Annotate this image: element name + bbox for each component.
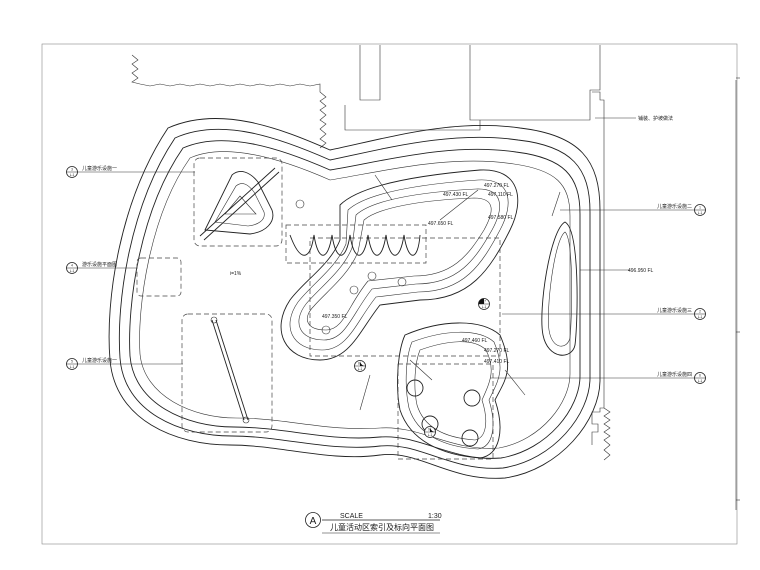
leader-lines (76, 117, 694, 379)
zone-play-1 (193, 157, 283, 247)
building-outline-2 (469, 45, 601, 121)
elevation-label: 497.580 FL (488, 215, 514, 221)
edge-note: 铺装、护坡做法 (638, 115, 673, 122)
equipment-beam-2 (211, 319, 245, 421)
drawing-title: 儿童活动区索引及标向平面图 (330, 522, 434, 532)
callout-label: 儿童游乐设施四 (657, 371, 692, 378)
flow-arrows (359, 174, 561, 411)
section-mark-circle (305, 512, 321, 528)
outer-contour-2 (118, 128, 591, 469)
mark-ref: L-1 (428, 433, 433, 437)
callout-left-2: 4 L-1 游乐设施平面图 (66, 261, 117, 274)
play-path-3 (306, 197, 492, 331)
equipment-triangle-core (224, 195, 257, 215)
zone-play-2 (181, 313, 273, 433)
zone-net-climb (285, 224, 427, 264)
equipment-post-2 (242, 416, 250, 424)
section-mark: A (310, 516, 317, 527)
callout-right-1: 1 L-1 儿童游乐设施二 (657, 203, 706, 216)
slope-label: i=1% (230, 271, 242, 277)
side-ticks (736, 77, 740, 501)
elevation-label: 497.270 FL (484, 348, 510, 354)
elevation-label: 497.410 FL (484, 359, 510, 365)
grass-mound-inner (548, 231, 572, 347)
play-path-1 (289, 179, 509, 351)
stepping-stones (295, 199, 407, 335)
equipment-triangle-inner (214, 183, 265, 227)
callout-left-1: 3 L-1 儿童游乐设施一 (66, 165, 117, 178)
callout-right-2: 2 L-1 儿童游乐设施三 (657, 307, 706, 320)
drawing-frame (41, 43, 738, 545)
inner-mark-2: 8 L-1 (354, 360, 366, 372)
callout-ref: L-1 (698, 315, 703, 319)
mark-ref: L-1 (358, 367, 363, 371)
callout-num: 5 (71, 360, 73, 364)
play-path-2 (298, 188, 500, 341)
callout-ref: L-1 (70, 173, 75, 177)
play-path-outer (280, 169, 519, 361)
mark-ref: L-1 (482, 305, 487, 309)
scale-label: SCALE (340, 513, 363, 520)
net-climb (289, 234, 421, 256)
drawing-title-block: A SCALE 1:30 儿童活动区索引及标向平面图 (305, 512, 442, 534)
equipment-triangle-outer (204, 171, 274, 235)
callout-label: 儿童游乐设施一 (82, 165, 117, 172)
outer-contour-1 (108, 118, 601, 479)
site-break-line (131, 54, 327, 149)
zone-central (309, 237, 501, 357)
right-boundary (591, 91, 605, 445)
elevation-label: 497.350 FL (322, 314, 348, 320)
mark-num: 8 (358, 362, 360, 366)
callout-label: 儿童游乐设施三 (657, 307, 692, 314)
callout-ref: L-1 (698, 211, 703, 215)
callout-label: 游乐设施平面图 (82, 261, 117, 268)
grass-mound (541, 221, 578, 356)
callout-num: 2 (699, 310, 701, 314)
pit-2 (414, 341, 492, 441)
outer-contour-3 (129, 140, 581, 459)
callout-num: 4 (71, 264, 73, 268)
elevation-label: 497.650 FL (428, 221, 454, 227)
building-outline (359, 45, 381, 101)
callout-num: 3 (71, 168, 73, 172)
equipment-beam-1 (199, 167, 276, 237)
zone-pit (397, 363, 494, 460)
callout-right-3: 6 L-1 儿童游乐设施四 (657, 371, 706, 384)
pit-outer (397, 322, 509, 459)
right-zigzag (603, 407, 611, 461)
elevation-label: 497.430 FL (443, 192, 469, 198)
mark-num: 9 (428, 428, 430, 432)
zone-play-3 (136, 257, 182, 297)
mark-num: 7 (484, 300, 486, 304)
equipment-beam-1b (203, 171, 280, 241)
retaining-edge (344, 105, 481, 131)
pit-1 (405, 331, 501, 450)
callout-num: 6 (699, 374, 701, 378)
callout-ref: L-1 (698, 379, 703, 383)
equipment-post (210, 316, 218, 324)
elevation-label: 496.950 FL (628, 268, 654, 274)
callout-label: 儿童游乐设施二 (657, 203, 692, 210)
pit-boulders (406, 379, 481, 447)
equipment-beam-2b (215, 319, 249, 421)
callout-ref: L-1 (70, 365, 75, 369)
elevation-label: 497.460 FL (462, 338, 488, 344)
elevation-label: 497.270 FL (484, 183, 510, 189)
elevation-label: 497.110 FL (488, 192, 513, 198)
callout-left-3: 5 L-1 儿童游乐设施一 (66, 357, 117, 370)
scale-value: 1:30 (428, 513, 442, 520)
callout-label: 儿童游乐设施一 (82, 357, 117, 364)
callout-ref: L-1 (70, 269, 75, 273)
inner-mark-3: 9 L-1 (424, 426, 436, 438)
callout-num: 1 (699, 206, 701, 210)
inner-mark-1: 7 L-1 (478, 298, 490, 310)
